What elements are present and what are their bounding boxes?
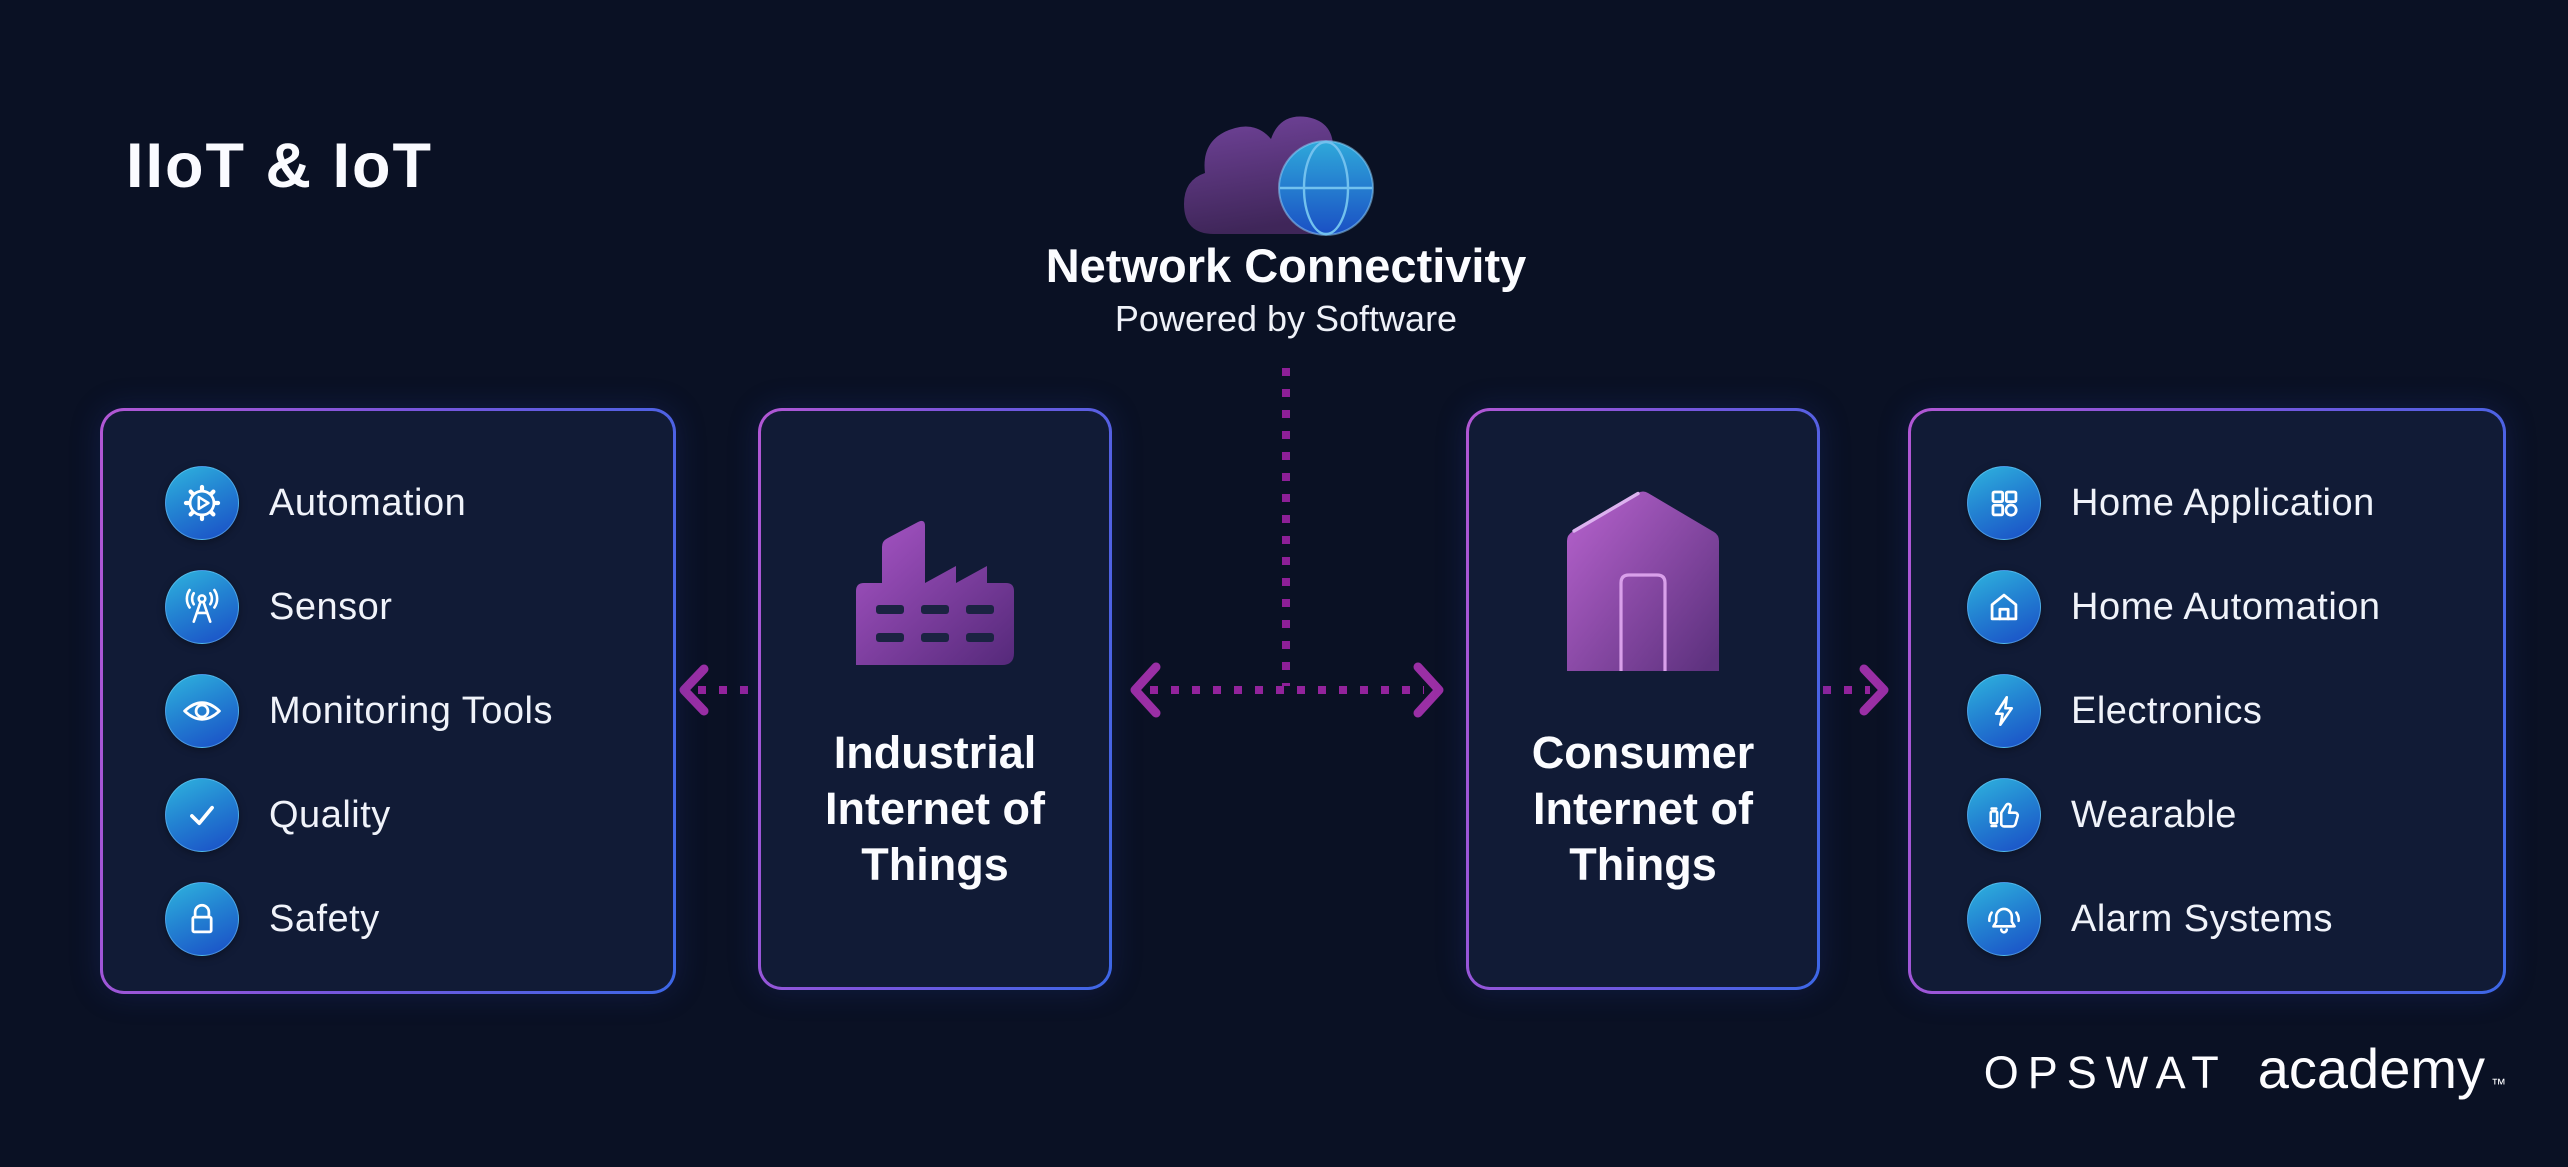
antenna-icon <box>165 570 239 644</box>
trademark-symbol: ™ <box>2491 1076 2506 1093</box>
app-grid-icon <box>1967 466 2041 540</box>
lightning-bolt-icon <box>1967 674 2041 748</box>
lock-icon <box>165 882 239 956</box>
thumbs-up-watch-icon <box>1967 778 2041 852</box>
feature-row-home-automation: Home Automation <box>1967 570 2483 644</box>
smart-home-icon <box>1967 570 2041 644</box>
industrial-card-label: Industrial Internet of Things <box>825 727 1045 890</box>
feature-row-monitoring: Monitoring Tools <box>165 674 653 748</box>
network-subtitle: Powered by Software <box>1114 298 1458 339</box>
check-icon <box>165 778 239 852</box>
feature-label: Sensor <box>269 585 393 628</box>
opswat-academy-logo: OPSWAT academy ™ <box>1984 1036 2506 1101</box>
feature-label: Alarm Systems <box>2071 897 2333 940</box>
center-double-arrow <box>1130 662 1444 718</box>
alarm-bell-icon <box>1967 882 2041 956</box>
right-arrow <box>1802 664 1889 716</box>
house-icon <box>1567 491 1719 671</box>
feature-row-automation: Automation <box>165 466 653 540</box>
feature-row-sensor: Sensor <box>165 570 653 644</box>
feature-label: Home Application <box>2071 481 2375 524</box>
feature-label: Monitoring Tools <box>269 689 554 732</box>
consumer-card-label: Consumer Internet of Things <box>1531 727 1755 890</box>
feature-label: Wearable <box>2071 793 2237 836</box>
vertical-dotted-connector <box>1282 368 1290 686</box>
consumer-iot-card: Consumer Internet of Things <box>1466 408 1820 990</box>
feature-label: Home Automation <box>2071 585 2381 628</box>
industrial-iot-card: Industrial Internet of Things <box>758 408 1112 990</box>
iiot-features-panel: Automation Sensor <box>100 408 676 994</box>
cloud-globe-icon <box>1184 116 1374 236</box>
consumer-features-panel: Home Application Home Automation El <box>1908 408 2506 994</box>
eye-icon <box>165 674 239 748</box>
feature-label: Quality <box>269 793 391 836</box>
left-arrow <box>679 664 766 716</box>
page-title: IIoT & IoT <box>126 131 433 201</box>
feature-row-quality: Quality <box>165 778 653 852</box>
academy-wordmark: academy <box>2257 1037 2485 1100</box>
opswat-wordmark: OPSWAT <box>1983 1047 2228 1098</box>
feature-label: Safety <box>269 897 380 940</box>
network-title: Network Connectivity <box>1045 239 1527 292</box>
factory-icon <box>856 520 1014 665</box>
feature-row-safety: Safety <box>165 882 653 956</box>
feature-row-electronics: Electronics <box>1967 674 2483 748</box>
feature-label: Automation <box>269 481 467 524</box>
feature-row-wearable: Wearable <box>1967 778 2483 852</box>
gear-play-icon <box>165 466 239 540</box>
feature-row-home-application: Home Application <box>1967 466 2483 540</box>
globe-shape <box>1278 140 1374 236</box>
feature-label: Electronics <box>2071 689 2263 732</box>
feature-row-alarm-systems: Alarm Systems <box>1967 882 2483 956</box>
